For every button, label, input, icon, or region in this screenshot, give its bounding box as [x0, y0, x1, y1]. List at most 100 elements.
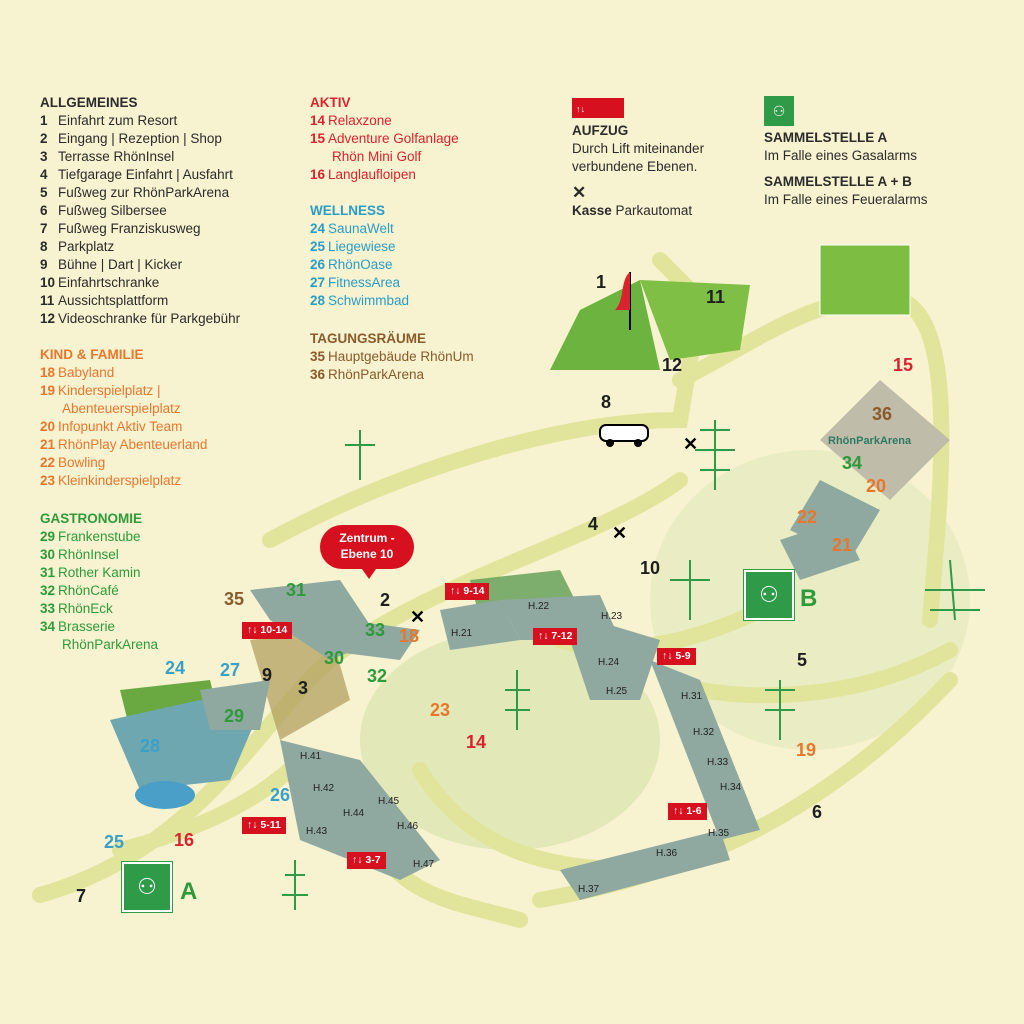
bubble-line: Zentrum -: [339, 531, 395, 545]
cash-machine-icon: ✕: [612, 523, 628, 543]
kasse-label: Kasse: [572, 203, 612, 218]
lawn-1: [550, 280, 660, 370]
legend-number: 31: [40, 565, 56, 580]
legend-heading: KIND & FAMILIE: [40, 347, 144, 362]
assembly-a-label: A: [180, 878, 198, 905]
legend-heading: TAGUNGSRÄUME: [310, 331, 426, 346]
map-number-label: 25: [104, 832, 125, 852]
building-label: H.36: [656, 848, 678, 859]
legend-item: 6 Fußweg Silbersee: [40, 202, 240, 220]
legend-text: Adventure Golfanlage: [328, 131, 459, 146]
legend-text: RhönCafé: [58, 583, 119, 598]
map-number-label: 36: [872, 404, 893, 424]
legend-heading: AKTIV: [310, 95, 351, 110]
map-number-label: 21: [832, 535, 853, 555]
building-label: H.41: [300, 751, 322, 762]
map-number-label: 28: [140, 736, 161, 756]
map-number-label: 10: [640, 558, 661, 578]
legend-text: FitnessArea: [328, 275, 401, 290]
sammel-ab-desc: Im Falle eines Feueralarms: [764, 192, 928, 207]
map-number-label: 2: [380, 590, 391, 610]
legend-text: Babyland: [58, 365, 115, 380]
cash-machine-icon: ✕: [683, 434, 699, 454]
legend-heading: ALLGEMEINES: [40, 95, 138, 110]
legend-text: SaunaWelt: [328, 221, 394, 236]
legend-item: 3 Terrasse RhönInsel: [40, 148, 240, 166]
building-label: H.43: [306, 826, 328, 837]
sammel-a-title: SAMMELSTELLE A: [764, 130, 888, 145]
arena-logo: RhönParkArena: [828, 435, 912, 447]
legend-text: Kinderspielplatz |: [58, 383, 161, 398]
legend-text: RhönParkArena: [62, 637, 159, 652]
legend-text: Parkplatz: [58, 239, 115, 254]
legend-number: 5: [40, 185, 48, 200]
buildings: [200, 480, 880, 900]
elevator-marker: ↑↓ 7-12: [533, 628, 578, 645]
building-label: H.31: [681, 691, 703, 702]
legend-number: 26: [310, 257, 326, 272]
legend-aufzug: ↑↓ AUFZUG Durch Lift miteinander verbund…: [572, 98, 704, 220]
elevator-marker: ↑↓ 10-14: [242, 622, 293, 639]
legend-number: 11: [40, 293, 55, 308]
legend-number: 10: [40, 275, 56, 290]
legend-text: RhönInsel: [58, 547, 119, 562]
legend-text: Bühne | Dart | Kicker: [58, 257, 183, 272]
map-number-label: 11: [706, 287, 726, 307]
legend-number: 22: [40, 455, 56, 470]
legend-text: Relaxzone: [328, 113, 392, 128]
map-number-label: 35: [224, 589, 245, 609]
building-label: H.23: [601, 611, 623, 622]
legend-heading: GASTRONOMIE: [40, 511, 143, 526]
map-number-label: 4: [588, 514, 599, 534]
legend-number: 28: [310, 293, 326, 308]
legend-text: Terrasse RhönInsel: [58, 149, 175, 164]
sammel-ab-title: SAMMELSTELLE A + B: [764, 174, 912, 189]
elevator-marker: ↑↓ 9-14: [445, 583, 490, 600]
legend-text: Fußweg Silbersee: [58, 203, 167, 218]
legend-number: 3: [40, 149, 48, 164]
legend-text: Rhön Mini Golf: [332, 149, 422, 164]
legend-number: 20: [40, 419, 56, 434]
map-number-label: 12: [662, 355, 683, 375]
map-number-label: 29: [224, 706, 245, 726]
assembly-b-label: B: [800, 585, 818, 612]
legend-text: Aussichtsplattform: [58, 293, 169, 308]
legend-text: Rother Kamin: [58, 565, 141, 580]
car-icon: [599, 424, 649, 442]
map-number-label: 27: [220, 660, 241, 680]
legend-number: 6: [40, 203, 48, 218]
legend-text: Einfahrtschranke: [58, 275, 160, 290]
legend-number: 16: [310, 167, 326, 182]
legend-text: Liegewiese: [328, 239, 396, 254]
cash-x-icon: ✕: [572, 183, 587, 202]
legend-text: RhönParkArena: [328, 367, 425, 382]
legend-text: Infopunkt Aktiv Team: [58, 419, 183, 434]
building-label: H.34: [720, 782, 742, 793]
map-number-label: 16: [174, 830, 195, 850]
legend-text: Abenteuerspielplatz: [62, 401, 181, 416]
map-number-label: 8: [601, 392, 612, 412]
legend-number: 18: [40, 365, 56, 380]
aufzug-desc: Durch Lift miteinander: [572, 141, 705, 156]
center-bubble: Zentrum - Ebene 10: [320, 525, 414, 579]
legend-number: 19: [40, 383, 56, 398]
map-number-label: 23: [430, 700, 451, 720]
map-number-label: 6: [812, 802, 823, 822]
